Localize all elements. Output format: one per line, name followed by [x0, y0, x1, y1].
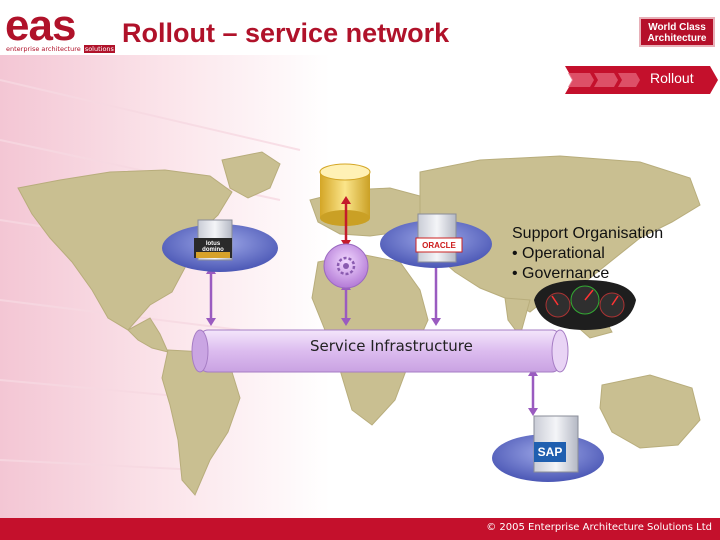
- sap-server-node: [492, 415, 604, 482]
- sap-label: SAP: [537, 445, 563, 459]
- page-title: Rollout – service network: [122, 18, 450, 48]
- rollout-stage-banner: [565, 66, 718, 94]
- lotus-server-node: [162, 219, 278, 272]
- dashboard-gauges-icon: [534, 280, 636, 330]
- logo-tagline-left: enterprise architecture: [6, 45, 81, 53]
- rollout-stage-label: Rollout: [650, 70, 694, 86]
- oracle-label: ORACLE: [422, 241, 456, 250]
- footer-bar: © 2005 Enterprise Architecture Solutions…: [0, 518, 720, 540]
- svg-text:eas: eas: [5, 4, 75, 46]
- support-item-governance: • Governance: [512, 265, 610, 282]
- eas-logo: eas: [5, 4, 76, 46]
- database-cylinder: [319, 163, 371, 226]
- gear-icon: [323, 243, 369, 289]
- logo-tagline-right: solutions: [83, 45, 115, 53]
- oracle-server-node: [380, 213, 492, 268]
- logo-tagline: enterprise architecture solutions: [5, 45, 115, 53]
- support-heading: Support Organisation: [512, 225, 664, 242]
- support-organisation-text: Support Organisation • Operational • Gov…: [512, 224, 663, 284]
- copyright-text: © 2005 Enterprise Architecture Solutions…: [486, 522, 712, 533]
- world-class-architecture-badge: World Class Architecture: [639, 17, 715, 47]
- support-item-operational: • Operational: [512, 245, 605, 262]
- lotus-domino-label: lotus domino: [202, 241, 224, 253]
- service-infrastructure-label: Service Infrastructure: [310, 337, 473, 355]
- service-infrastructure-pipe: [191, 329, 569, 373]
